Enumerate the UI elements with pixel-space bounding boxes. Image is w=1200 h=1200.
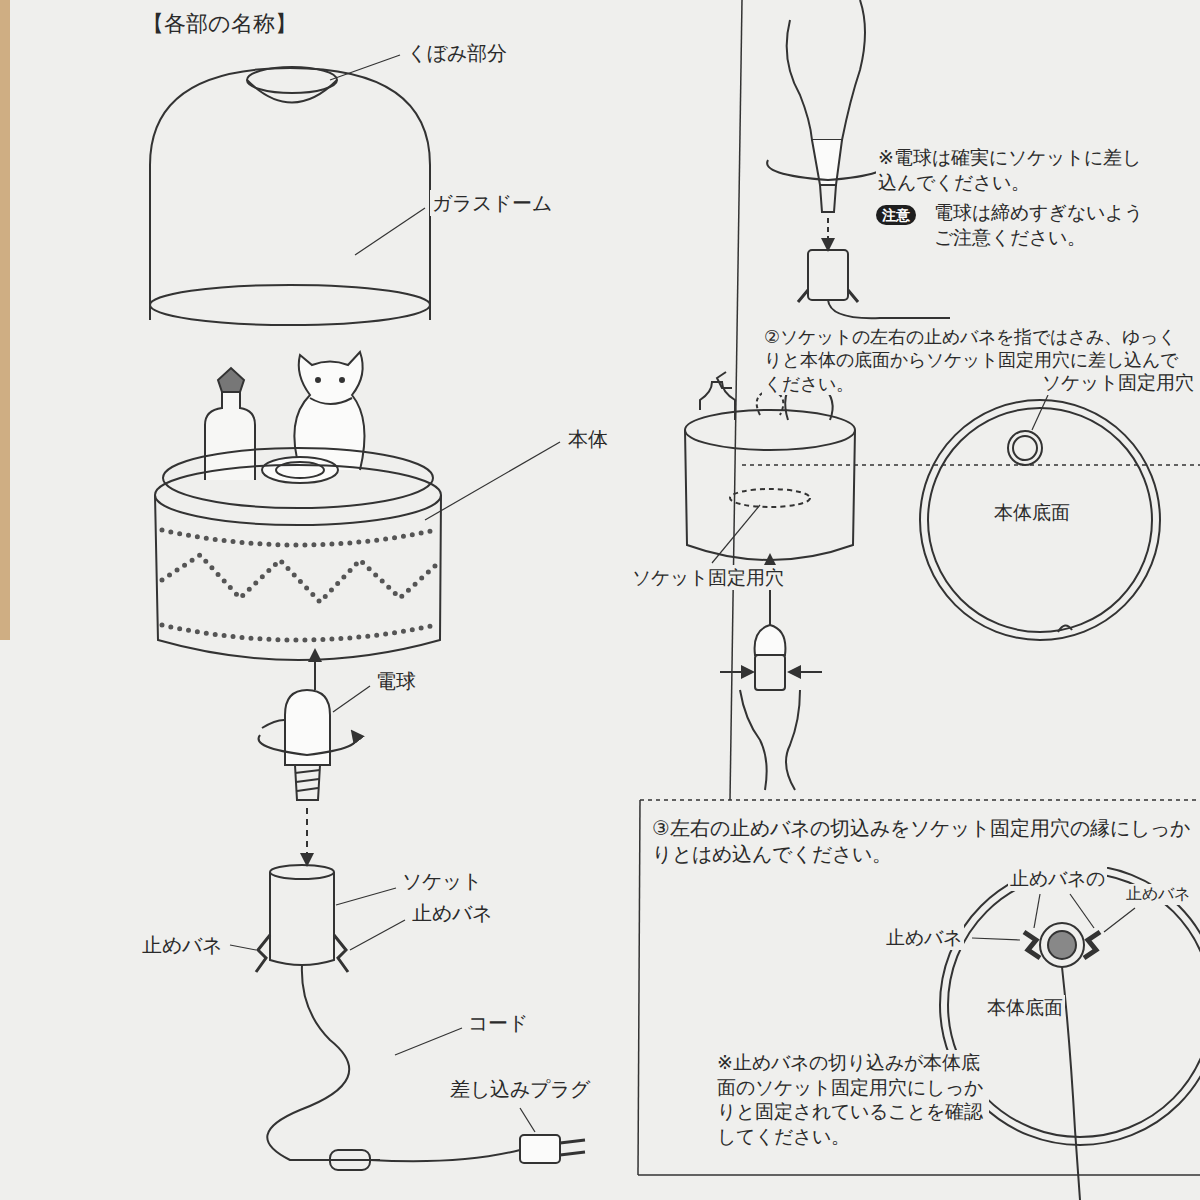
part-label: 本体底面 [985, 995, 1065, 1020]
section-title: 【各部の名称】 [140, 10, 299, 39]
part-label: 電球 [374, 668, 418, 694]
part-label: 止めバネ [884, 925, 964, 950]
part-label: コード [466, 1010, 530, 1036]
part-label: 差し込みプラグ [448, 1076, 592, 1102]
part-label: 本体底面 [992, 500, 1072, 525]
note-text: ※電球は確実にソケットに差し込んでください。 [876, 145, 1150, 194]
part-label: 止めバネの [1008, 866, 1107, 891]
part-label: ガラスドーム [430, 190, 554, 216]
part-label: ソケット固定用穴 [630, 565, 786, 590]
note-text: ※止めバネの切り込みが本体底面のソケット固定用穴にしっかりと固定されていることを… [715, 1050, 989, 1149]
part-label: 本体 [566, 426, 610, 452]
part-label: 止めバネ [140, 932, 224, 958]
part-label: 止めバネ [1124, 884, 1192, 905]
part-label: くぼみ部分 [405, 40, 509, 66]
part-label: ソケット固定用穴 [1040, 370, 1196, 395]
note-text: 電球は締めすぎないようご注意ください。 [932, 200, 1156, 249]
caution-badge: 注意 [876, 205, 916, 225]
part-label: 止めバネ [410, 900, 494, 926]
step-text: ③左右の止めバネの切込みをソケット固定用穴の縁にしっかりとはめ込んでください。 [650, 815, 1194, 867]
part-label: ソケット [400, 868, 484, 894]
